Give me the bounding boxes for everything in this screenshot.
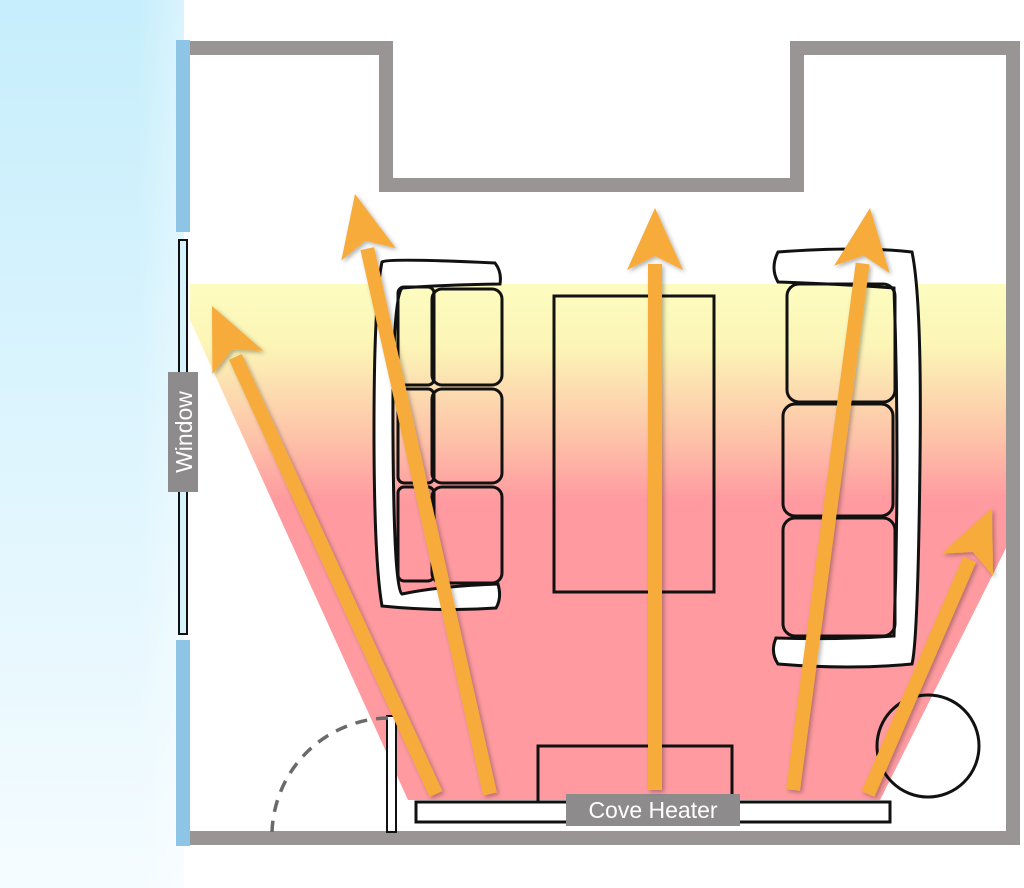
circle-plant-icon [875,693,981,799]
arrow-up-icon [341,194,396,261]
arrow-shaft-2 [360,247,497,796]
arrow-shaft-5 [861,556,977,797]
window-label: Window [168,372,198,492]
heat-flow-arrows [212,194,993,797]
arrow-shaft-1 [228,353,443,797]
coffee-table [552,294,716,594]
room-walls [185,41,1020,845]
window-label-text: Window [171,391,197,473]
heater-label: Cove Heater [566,794,740,826]
arrow-up-icon [212,306,264,374]
arrow-up-icon [627,208,683,270]
window-frame-bottom [176,640,190,846]
arrow-shaft-4 [786,262,870,791]
arrow-up-icon [941,508,993,576]
outdoor-fade [0,0,184,888]
heater-label-text: Cove Heater [588,797,717,823]
door-swing-icon [270,715,397,833]
left-sofa [372,258,504,612]
window-frame-top [176,40,190,232]
arrow-up-icon [834,208,890,274]
